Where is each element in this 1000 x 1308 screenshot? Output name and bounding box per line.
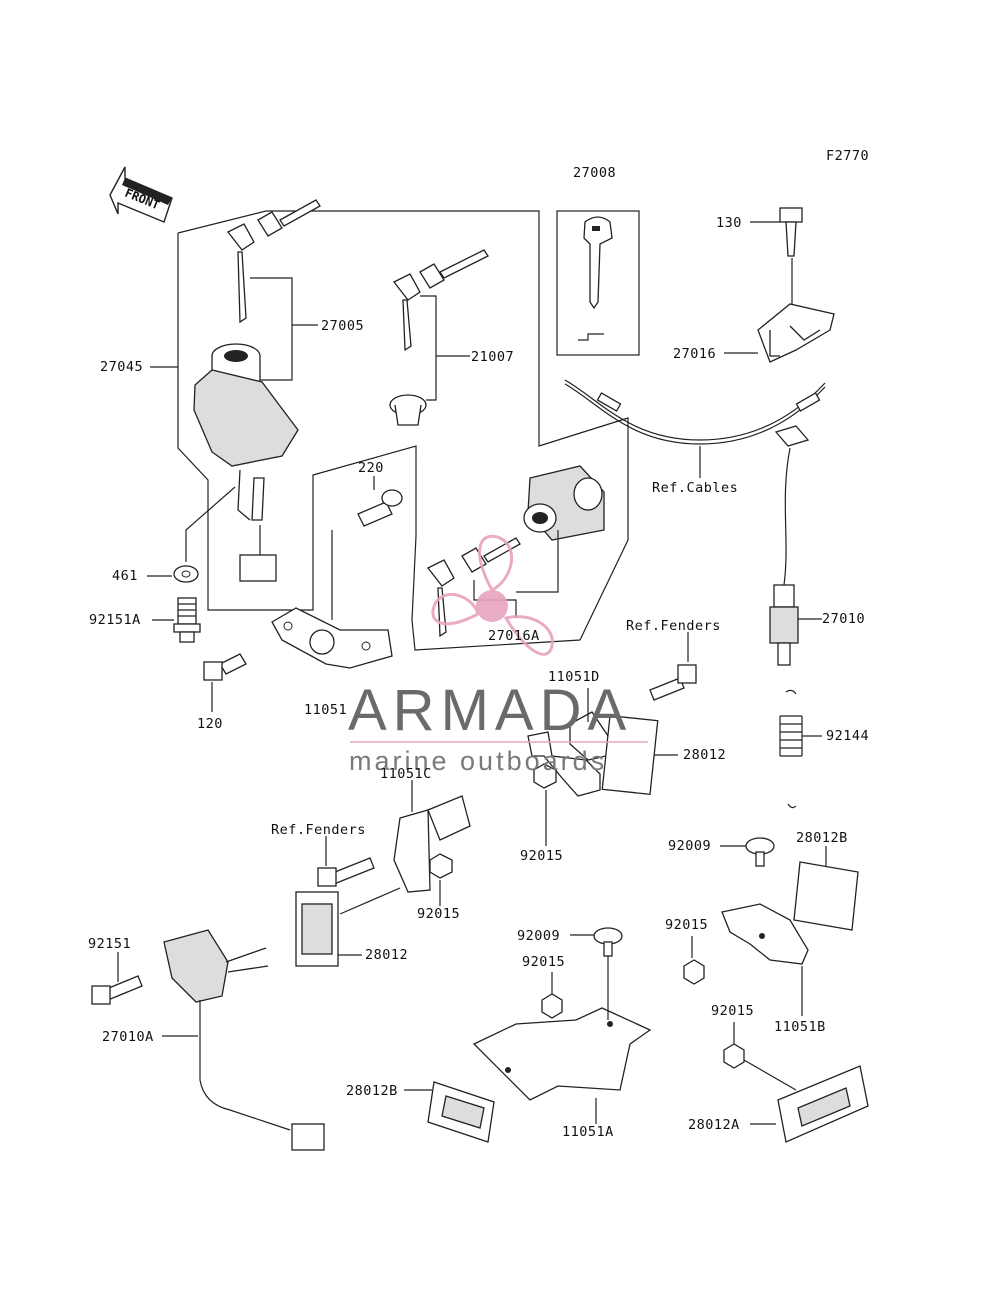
bracket-11051B [721, 903, 809, 965]
callout-11051D: 11051D [548, 669, 600, 685]
callout-92144: 92144 [826, 728, 869, 744]
callout-11051A: 11051A [562, 1124, 614, 1140]
reflector-28012A [777, 1065, 869, 1143]
assembly-outline-27045 [177, 210, 629, 651]
cables [564, 379, 826, 445]
callout-92015b: 92015 [417, 906, 460, 922]
callout-27008: 27008 [573, 165, 616, 181]
callout-28012a: 28012 [683, 747, 726, 763]
nut-92015e [723, 1043, 745, 1069]
key-card-box-27008 [556, 210, 640, 356]
bolt-220 [357, 489, 403, 527]
bolt-refenders-2 [317, 857, 375, 887]
bolt-120 [203, 653, 247, 681]
clip-461 [173, 565, 199, 583]
bracket-11051D [527, 711, 613, 797]
nut-92015b [429, 853, 453, 879]
bolt-refenders-1 [649, 664, 697, 701]
key-set-21007 [389, 249, 489, 426]
bracket-11051C [393, 795, 471, 893]
callout-220: 220 [358, 460, 384, 476]
screw-92009b [745, 837, 775, 867]
callout-27005: 27005 [321, 318, 364, 334]
callout-ref-cables: Ref.Cables [652, 480, 738, 496]
key-set-27005 [227, 199, 321, 324]
nut-92015c [683, 959, 705, 985]
bracket-11051A [472, 1007, 652, 1101]
switch-27010 [769, 425, 810, 666]
nut-92015d [541, 993, 563, 1019]
callout-92009b: 92009 [517, 928, 560, 944]
nut-92015a [533, 763, 557, 789]
callout-92151A: 92151A [89, 612, 141, 628]
callout-130: 130 [716, 215, 742, 231]
callout-92015a: 92015 [520, 848, 563, 864]
callout-11051B: 11051B [774, 1019, 826, 1035]
callout-28012B-top: 28012B [796, 830, 848, 846]
switch-27016 [757, 303, 835, 363]
key-blank-27008 [578, 216, 613, 341]
callout-27016: 27016 [673, 346, 716, 362]
bolt-92151 [91, 975, 143, 1005]
callout-11051: 11051 [304, 702, 347, 718]
bolt-130 [779, 207, 803, 257]
callout-28012A: 28012A [688, 1117, 740, 1133]
spring-92144 [779, 689, 803, 809]
watermark-logo [431, 534, 554, 656]
callout-27010: 27010 [822, 611, 865, 627]
ignition-switch [193, 343, 299, 582]
callout-92015e: 92015 [711, 1003, 754, 1019]
switch-27010A [163, 929, 325, 1151]
bracket-11051 [271, 607, 393, 669]
screw-92009a [593, 927, 623, 957]
callout-120: 120 [197, 716, 223, 732]
seat-lock-27016A [523, 465, 605, 541]
watermark-tagline: marine outboards [349, 746, 607, 776]
callout-ref-fenders-2: Ref.Fenders [271, 822, 366, 838]
callout-92015c: 92015 [665, 917, 708, 933]
callout-92015d: 92015 [522, 954, 565, 970]
figure-code: F2770 [826, 148, 869, 164]
callout-27010A: 27010A [102, 1029, 154, 1045]
reflector-28012B-top [793, 861, 859, 931]
callout-92009a: 92009 [668, 838, 711, 854]
callout-21007: 21007 [471, 349, 514, 365]
callout-28012B-bottom: 28012B [346, 1083, 398, 1099]
callout-11051C: 11051C [380, 766, 432, 782]
callout-ref-fenders-1: Ref.Fenders [626, 618, 721, 634]
callout-28012b: 28012 [365, 947, 408, 963]
switch-92151A [173, 597, 201, 643]
watermark-brand: ARMADA [348, 678, 632, 743]
callout-27016A: 27016A [488, 628, 540, 644]
reflector-28012b [295, 891, 339, 967]
callout-461: 461 [112, 568, 138, 584]
callout-92151: 92151 [88, 936, 131, 952]
callout-27045: 27045 [100, 359, 143, 375]
reflector-28012a [601, 714, 659, 796]
front-arrow: FRONT [109, 166, 173, 223]
reflector-28012B-bottom [427, 1081, 495, 1143]
